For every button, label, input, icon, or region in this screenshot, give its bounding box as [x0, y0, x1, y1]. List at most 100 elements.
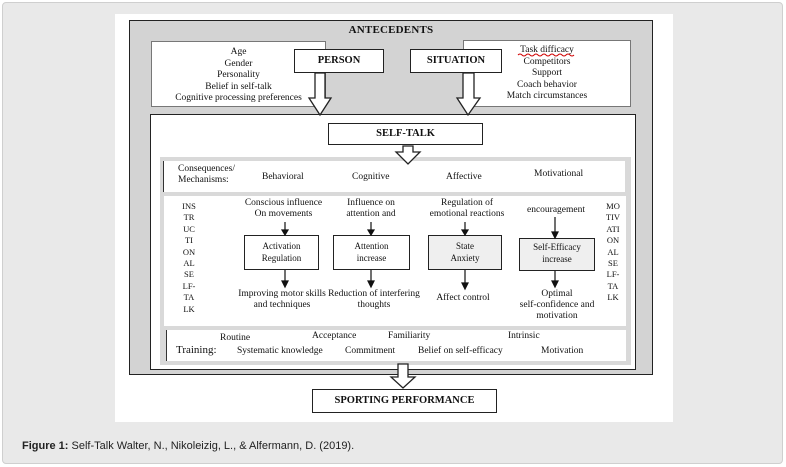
- consequences-label-line: Consequences/: [178, 164, 235, 174]
- mechanism-influence-line: Regulation of: [441, 198, 493, 208]
- consequences-label: Consequences/ Mechanisms:: [178, 164, 235, 186]
- person-factor-item: Personality: [217, 70, 260, 80]
- mechanism-outcome-line: Improving motor skills: [238, 289, 326, 299]
- training-item: Familiarity: [388, 331, 431, 341]
- mechanism-box-line: increase: [356, 253, 387, 263]
- vertical-label-fragment: LK: [607, 292, 619, 303]
- arrowhead-icon: [367, 280, 375, 289]
- spellcheck-underline: [517, 53, 575, 57]
- mechanism-influence-line: Influence on: [347, 198, 395, 208]
- figure-caption: Figure 1: Self-Talk Walter, N., Nikoleiz…: [22, 440, 354, 452]
- vertical-label-fragment: ATI: [606, 223, 620, 234]
- vertical-label-fragment: ON: [182, 246, 196, 257]
- mechanism-outcome-text: Affect control: [418, 293, 508, 304]
- mechanism-influence-text: Influence on attention and: [326, 198, 416, 220]
- person-factor-item: Age: [230, 47, 247, 57]
- consequence-cognitive: Cognitive: [352, 172, 390, 182]
- mechanism-outcome-line: motivation: [536, 311, 578, 321]
- mechanism-box-line: Regulation: [261, 253, 302, 263]
- vertical-label-fragment: TR: [183, 212, 195, 223]
- mechanism-influence-text: Conscious influence On movements: [226, 198, 341, 220]
- mechanism-box-line: Attention: [354, 241, 389, 251]
- figure-caption-text: Self-Talk Walter, N., Nikoleizig, L., & …: [71, 440, 355, 452]
- state-anxiety-box: State Anxiety: [428, 235, 502, 270]
- consequence-behavioral: Behavioral: [262, 172, 304, 182]
- vertical-label-fragment: TA: [607, 280, 619, 291]
- vertical-label-fragment: AL: [607, 246, 619, 257]
- consequences-row: [163, 161, 625, 192]
- attention-increase-box: Attention increase: [333, 235, 410, 270]
- person-factor-item: Cognitive processing preferences: [175, 93, 302, 103]
- person-factor-item: Belief in self-talk: [205, 81, 272, 92]
- situation-factor-item: Support: [531, 68, 563, 78]
- vertical-label-fragment: MO: [606, 201, 620, 211]
- mechanism-influence-text: encouragement: [512, 205, 600, 216]
- mechanism-outcome-text: Optimal self-confidence and motivation: [504, 289, 610, 322]
- situation-header: SITUATION: [410, 49, 502, 73]
- motivational-self-talk-label: MO TIV ATI ON AL SE LF- TA LK: [601, 201, 625, 304]
- mechanism-outcome-line: Optimal: [541, 289, 573, 299]
- mechanism-box-line: Anxiety: [450, 253, 480, 263]
- mechanism-influence-text: Regulation of emotional reactions: [418, 198, 516, 220]
- consequence-affective: Affective: [446, 172, 482, 182]
- mechanism-outcome-line: thoughts: [357, 300, 391, 310]
- arrowhead-icon: [280, 229, 290, 237]
- mechanism-influence-line: emotional reactions: [429, 209, 505, 219]
- vertical-label-fragment: SE: [608, 258, 618, 269]
- self-efficacy-increase-box: Self-Efficacy increase: [519, 238, 595, 271]
- training-item: Acceptance: [312, 331, 357, 341]
- situation-factor-item: Coach behavior: [517, 79, 577, 90]
- training-label: Training:: [176, 344, 217, 356]
- mechanism-outcome-line: Reduction of interfering: [328, 289, 420, 299]
- vertical-label-fragment: AL: [183, 258, 195, 269]
- vertical-label-fragment: TA: [183, 292, 195, 303]
- training-row: [166, 330, 626, 361]
- mechanism-box-line: increase: [542, 253, 572, 264]
- arrowhead-icon: [366, 229, 376, 237]
- vertical-label-fragment: UC: [183, 223, 195, 234]
- figure-caption-label: Figure 1:: [22, 440, 69, 452]
- mechanism-influence-line: On movements: [254, 209, 313, 219]
- training-item: Systematic knowledge: [237, 346, 323, 356]
- training-item: Intrinsic: [508, 331, 540, 341]
- mechanism-outcome-line: Affect control: [436, 293, 490, 303]
- vertical-label-fragment: SE: [184, 269, 194, 280]
- consequence-motivational: Motivational: [534, 169, 584, 179]
- mechanism-box-line: State: [456, 241, 474, 251]
- mechanism-outcome-text: Reduction of interfering thoughts: [318, 289, 430, 311]
- vertical-label-fragment: TI: [184, 235, 194, 246]
- mechanism-outcome-line: self-confidence and: [519, 300, 595, 310]
- situation-factor-item: Match circumstances: [506, 91, 588, 101]
- block-arrow-icon: [307, 72, 333, 117]
- arrowhead-icon: [551, 231, 559, 240]
- instructional-self-talk-label: INS TR UC TI ON AL SE LF- TA LK: [177, 201, 201, 315]
- situation-factor-item: Competitors: [523, 56, 571, 67]
- block-arrow-icon: [394, 145, 422, 165]
- training-item: Commitment: [345, 346, 396, 356]
- block-arrow-icon: [455, 72, 482, 117]
- mechanism-outcome-text: Improving motor skills and techniques: [212, 289, 352, 311]
- situation-factors-list: Task difficacy Competitors Support Coach…: [463, 40, 631, 107]
- situation-factor-text: Task difficacy: [520, 45, 574, 55]
- sporting-performance-box: SPORTING PERFORMANCE: [312, 389, 497, 413]
- arrowhead-icon: [461, 282, 469, 291]
- mechanism-box-line: Self-Efficacy: [533, 242, 581, 252]
- arrowhead-icon: [281, 280, 289, 289]
- mechanism-influence-line: encouragement: [526, 205, 586, 215]
- vertical-label-fragment: LK: [183, 303, 195, 314]
- arrowhead-icon: [551, 280, 559, 289]
- mechanism-box-line: Activation: [262, 241, 301, 251]
- mechanism-influence-line: Conscious influence: [244, 198, 323, 208]
- person-factor-item: Gender: [224, 58, 253, 69]
- vertical-label-fragment: TIV: [605, 212, 621, 223]
- activation-regulation-box: Activation Regulation: [244, 235, 319, 270]
- antecedents-title: ANTECEDENTS: [348, 24, 434, 36]
- situation-factor-item: Task difficacy: [464, 45, 630, 57]
- training-item: Motivation: [541, 346, 584, 356]
- person-header: PERSON: [294, 49, 384, 73]
- consequences-label-line: Mechanisms:: [178, 175, 229, 185]
- vertical-label-fragment: LF-: [182, 280, 196, 291]
- vertical-label-fragment: ON: [606, 235, 620, 246]
- self-talk-header: SELF-TALK: [328, 123, 483, 145]
